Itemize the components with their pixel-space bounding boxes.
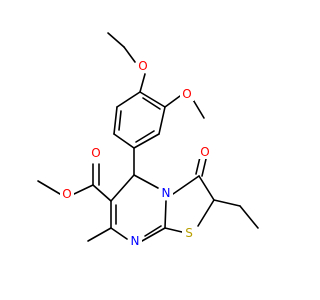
ketone-oxygen-label: O	[198, 145, 212, 159]
bond	[144, 225, 162, 237]
bond	[110, 174, 135, 202]
bond	[239, 205, 259, 229]
ether-oxygen-label: O	[136, 59, 150, 73]
bond-lines	[37, 32, 259, 242]
methoxy-oxygen-label: O	[180, 87, 194, 101]
bond	[191, 97, 205, 119]
structure-canvas: O O O O O N N	[37, 32, 259, 248]
bond	[213, 199, 241, 207]
bond	[113, 133, 135, 149]
ring-sulfur-label: S	[182, 226, 196, 240]
bond	[116, 91, 141, 108]
svg-text:S: S	[185, 226, 193, 240]
ester-carbonyl-oxygen-label: O	[89, 146, 103, 160]
bond	[107, 32, 125, 48]
bond	[139, 91, 166, 108]
bond	[92, 184, 112, 202]
bond	[158, 106, 166, 135]
bond	[118, 110, 122, 131]
svg-text:O: O	[182, 87, 191, 101]
bond	[37, 180, 61, 195]
svg-text:O: O	[200, 145, 209, 159]
imine-nitrogen-label: N	[128, 234, 142, 248]
ring-nitrogen-label: N	[159, 186, 173, 200]
bond	[197, 199, 215, 227]
ester-oxygen-label: O	[60, 187, 74, 201]
bond	[164, 227, 183, 233]
bond	[164, 95, 181, 108]
molecule-diagram: O O O O O N N	[37, 32, 259, 248]
atom-labels: O O O O O N N	[60, 59, 212, 248]
bond	[123, 46, 136, 63]
bond	[87, 227, 112, 242]
svg-text:N: N	[131, 234, 140, 248]
bond	[110, 227, 128, 240]
svg-text:N: N	[162, 186, 171, 200]
bond	[201, 158, 207, 177]
bond	[195, 156, 201, 175]
bond	[113, 106, 118, 135]
bond	[133, 133, 160, 149]
bond	[198, 175, 215, 201]
svg-text:O: O	[91, 146, 100, 160]
bond	[139, 73, 146, 93]
bond	[172, 175, 200, 195]
bond	[164, 200, 167, 229]
svg-text:O: O	[62, 187, 71, 201]
bond	[73, 184, 94, 195]
bond	[135, 130, 155, 143]
bond	[142, 97, 161, 110]
bond	[141, 227, 166, 242]
svg-text:O: O	[138, 59, 147, 73]
bond	[133, 174, 159, 189]
